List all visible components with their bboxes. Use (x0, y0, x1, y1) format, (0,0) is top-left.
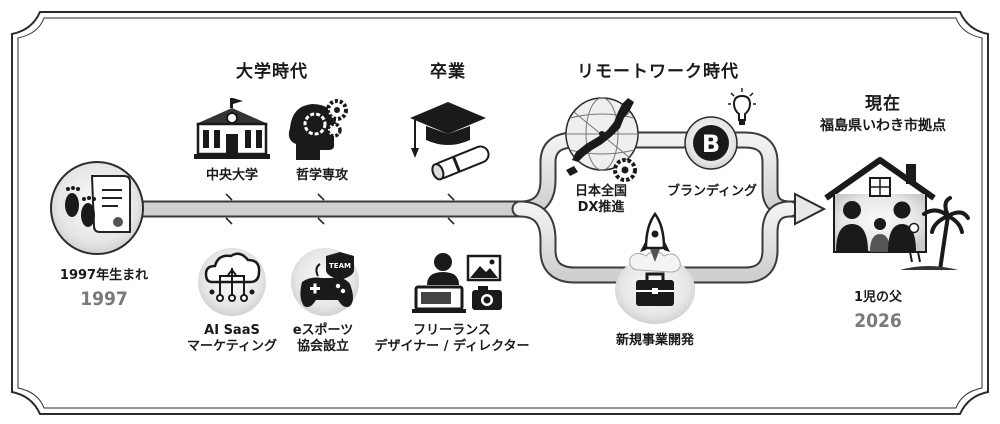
graduation-cap-diploma-icon (410, 102, 490, 181)
item-japan-line1: 日本全国 (574, 184, 628, 199)
item-freelance: フリーランス デザイナー / ディレクター (374, 323, 529, 356)
item-esports: eスポーツ 協会設立 (293, 323, 354, 356)
item-new-business: 新規事業開発 (615, 333, 695, 348)
frame-border (11, 11, 989, 415)
birth-year: 1997 (80, 288, 128, 310)
arrow-head-icon (794, 192, 827, 226)
item-freelance-line1: フリーランス (413, 323, 491, 338)
item-esports-line1: eスポーツ (292, 323, 354, 338)
gamepad-team-icon: TEAM (291, 248, 359, 316)
item-branding: ブランディング (666, 184, 758, 199)
brand-badge-lightbulb-icon: B (684, 88, 756, 170)
item-freelance-line2: デザイナー / ディレクター (374, 339, 530, 355)
item-chuo-university: 中央大学 (205, 168, 259, 183)
end-year: 2026 (854, 310, 902, 332)
thinking-head-gears-icon (288, 99, 348, 160)
era-graduation-title: 卒業 (430, 62, 466, 82)
era-university-title: 大学時代 (236, 62, 308, 82)
footprints-certificate-icon (50, 161, 144, 255)
brand-letter: B (702, 130, 720, 158)
japan-globe-gear-icon (565, 97, 639, 182)
rocket-briefcase-icon (615, 211, 695, 324)
item-japan-dx: 日本全国 DX推進 (575, 184, 627, 217)
university-building-icon (194, 98, 270, 159)
item-philosophy-major: 哲学専攻 (295, 168, 349, 183)
item-japan-line2: DX推進 (577, 200, 625, 216)
connector-ticks (225, 193, 455, 225)
designer-laptop-camera-icon (412, 253, 502, 313)
cloud-network-icon (198, 248, 266, 316)
birth-label: 1997年生まれ (59, 268, 149, 283)
era-remote-title: リモートワーク時代 (577, 62, 739, 82)
item-ai-saas-line1: AI SaaS (204, 323, 260, 338)
present-location: 福島県いわき市拠点 (820, 118, 946, 134)
family-house-palm-icon (824, 157, 970, 271)
item-esports-line2: 協会設立 (296, 339, 349, 355)
item-ai-saas-line2: マーケティング (187, 339, 277, 355)
era-present-title: 現在 (865, 94, 901, 114)
item-ai-saas: AI SaaS マーケティング (187, 323, 277, 356)
end-label: 1児の父 (853, 290, 903, 305)
team-badge-text: TEAM (329, 262, 351, 270)
